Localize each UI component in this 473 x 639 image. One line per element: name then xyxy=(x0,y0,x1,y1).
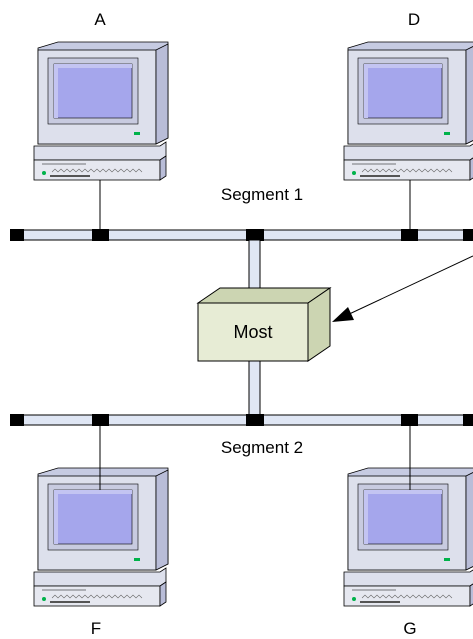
computer-g-icon xyxy=(343,467,473,607)
segment-2-tap-g xyxy=(401,414,418,426)
computer-g-label: G xyxy=(403,619,416,638)
computer-a-label: A xyxy=(94,10,106,29)
segment-1-label: Segment 1 xyxy=(221,185,303,204)
most-label: Most xyxy=(233,322,272,342)
segment-2-cable xyxy=(10,414,473,426)
computer-d-icon xyxy=(343,41,473,181)
segment-2-tap-most xyxy=(246,414,264,426)
computer-d-label: D xyxy=(408,10,420,29)
segment-2-tap-f xyxy=(92,414,109,426)
segment-1-cable xyxy=(10,229,473,241)
computer-a-icon xyxy=(33,41,169,181)
link-segment-1-to-most xyxy=(248,239,261,295)
segment-2-terminator-left xyxy=(10,414,24,426)
segment-1-terminator-left xyxy=(10,229,24,241)
callout-arrow xyxy=(332,255,473,322)
most-device xyxy=(196,287,332,362)
segment-2-terminator-right xyxy=(463,414,473,426)
computer-f-label: F xyxy=(91,619,101,638)
link-most-to-segment-2 xyxy=(248,360,261,416)
segment-1-tap-a xyxy=(92,229,109,241)
segment-1-tap-most xyxy=(246,229,264,241)
segment-1-tap-d xyxy=(401,229,418,241)
segment-1-terminator-right xyxy=(463,229,473,241)
segment-2-label: Segment 2 xyxy=(221,438,303,457)
computer-f-icon xyxy=(33,467,169,607)
